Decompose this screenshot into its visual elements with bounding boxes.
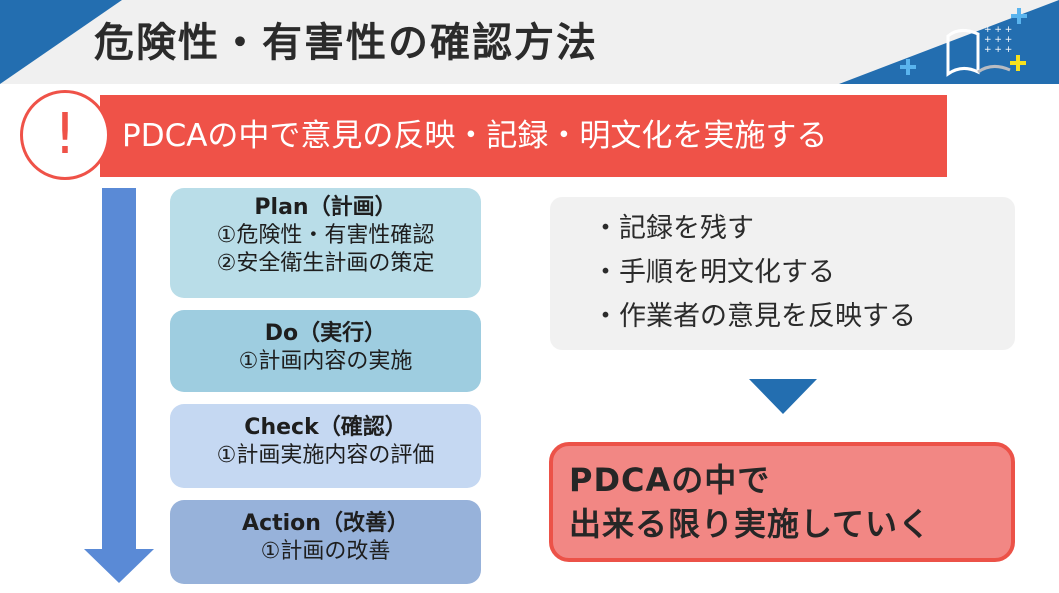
result-box: PDCAの中で 出来る限り実施していく [549,442,1015,562]
pdca-step-action: Action（改善） ①計画の改善 [170,500,481,584]
flow-arrow-shaft [102,188,136,550]
svg-text:+ + +: + + + [984,45,1012,55]
plus-icon [1011,8,1027,24]
triangle-down-icon [749,379,817,414]
note-item: ・記録を残す [592,213,754,244]
step-item: ②安全衛生計画の策定 [216,251,435,276]
notes-box: ・記録を残す ・手順を明文化する ・作業者の意見を反映する [550,197,1015,350]
arrow-down-icon [84,549,154,583]
svg-text:+ + +: + + + [984,25,1012,35]
key-message-banner [100,95,947,177]
plus-icon [900,59,916,75]
open-book-stars-icon: + + + + + + + + + [900,8,1027,77]
svg-text:+ + +: + + + [984,35,1012,45]
pdca-step-do: Do（実行） ①計画内容の実施 [170,310,481,392]
note-item: ・手順を明文化する [592,257,835,288]
step-item: ①計画実施内容の評価 [216,443,435,468]
step-item: ①計画の改善 [260,539,391,564]
step-title: Plan（計画） [254,195,397,220]
step-item: ①危険性・有害性確認 [216,223,435,248]
step-title: Check（確認） [244,415,407,440]
plus-icon [1010,55,1026,71]
step-title: Action（改善） [242,511,409,536]
page-title: 危険性・有害性の確認方法 [94,20,598,66]
result-line: PDCAの中で [569,461,771,499]
banner-text: PDCAの中で意見の反映・記録・明文化を実施する [122,118,828,154]
step-item: ①計画内容の実施 [238,349,413,374]
alert-circle [20,90,110,180]
note-item: ・作業者の意見を反映する [592,301,916,332]
pdca-step-check: Check（確認） ①計画実施内容の評価 [170,404,481,488]
header-corner-left [0,0,122,84]
step-title: Do（実行） [264,321,387,346]
exclamation-icon: ! [53,102,77,167]
pdca-step-plan: Plan（計画） ①危険性・有害性確認 ②安全衛生計画の策定 [170,188,481,298]
result-line: 出来る限り実施していく [569,505,932,543]
